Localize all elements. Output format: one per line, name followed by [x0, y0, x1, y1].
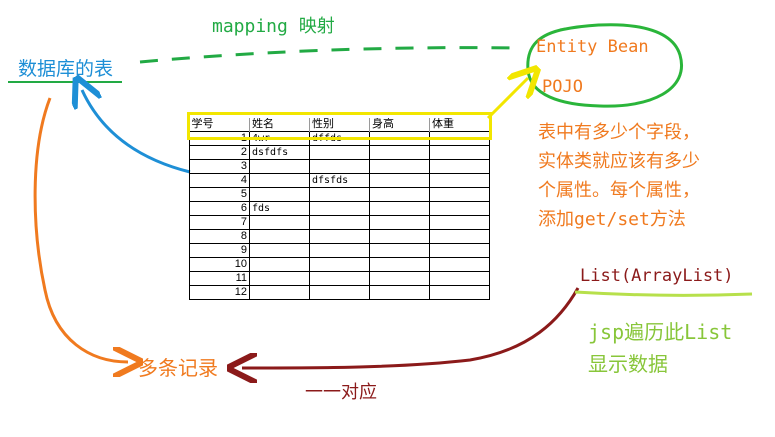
list-label: List(ArrayList) [580, 266, 734, 286]
table-cell [309, 285, 370, 300]
list-underline [574, 290, 753, 297]
fields-note-line: 表中有多少个字段， [538, 122, 700, 143]
table-cell [429, 201, 490, 216]
table-cell [309, 271, 370, 286]
dark-red-arrow [242, 287, 580, 368]
row-number-cell: 11 [189, 271, 250, 286]
table-cell [249, 243, 310, 258]
table-cell [309, 145, 370, 160]
fields-note-line: 实体类就应该有多少 [538, 151, 700, 172]
table-cell [429, 229, 490, 244]
entity-bean-label: Entity Bean [536, 37, 649, 57]
table-cell [249, 257, 310, 272]
table-cell [369, 271, 430, 286]
table-cell [369, 215, 430, 230]
table-cell [429, 173, 490, 188]
row-number-cell: 2 [189, 145, 250, 160]
table-cell [249, 229, 310, 244]
table-row: 5 [189, 187, 490, 202]
table-row: 12 [189, 285, 490, 300]
blue-arrow [82, 90, 191, 174]
row-number-cell: 3 [189, 159, 250, 174]
table-cell [429, 243, 490, 258]
table-cell [309, 201, 370, 216]
fields-note-line: 个属性。每个属性， [538, 180, 700, 201]
header-cell: 身高 [369, 118, 430, 132]
table-cell [249, 285, 310, 300]
table-row: 8 [189, 229, 490, 244]
table-cell [309, 243, 370, 258]
records-label: 多条记录 [138, 356, 218, 380]
one-to-one-label: 一一对应 [305, 382, 377, 403]
table-cell: dsfdfs [249, 145, 310, 160]
row-number-cell: 4 [189, 173, 250, 188]
table-cell [309, 229, 370, 244]
table-cell [429, 159, 490, 174]
table-cell [249, 215, 310, 230]
jsp-note-line: 显示数据 [588, 352, 668, 376]
table-cell [309, 159, 370, 174]
jsp-note-line: jsp遍历此List [588, 320, 733, 344]
table-row: 7 [189, 215, 490, 230]
table-row: 3 [189, 159, 490, 174]
row-number-cell: 10 [189, 257, 250, 272]
table-cell [429, 271, 490, 286]
header-cell: 体重 [429, 118, 490, 132]
pojo-label: POJO [542, 77, 583, 97]
header-highlight-box [187, 112, 492, 140]
table-cell: dfsfds [309, 173, 370, 188]
header-cell: 姓名 [249, 118, 310, 132]
table-cell [369, 257, 430, 272]
table-row: 4 dfsfds [189, 173, 490, 188]
table-cell [249, 159, 310, 174]
table-cell: fds [249, 201, 310, 216]
header-row: 学号 姓名 性别 身高 体重 [190, 118, 490, 132]
table-cell [309, 215, 370, 230]
table-cell [429, 187, 490, 202]
row-number-cell: 9 [189, 243, 250, 258]
row-number-cell: 12 [189, 285, 250, 300]
table-cell [369, 145, 430, 160]
table-cell [249, 173, 310, 188]
table-cell [369, 285, 430, 300]
table-cell [369, 173, 430, 188]
fields-note: 表中有多少个字段， 实体类就应该有多少 个属性。每个属性， 添加get/set方… [538, 118, 700, 234]
row-number-cell: 5 [189, 187, 250, 202]
header-cell: 性别 [309, 118, 370, 132]
jsp-note: jsp遍历此List 显示数据 [588, 316, 732, 380]
entity-bean-ellipse [526, 23, 683, 108]
row-number-cell: 7 [189, 215, 250, 230]
row-number-cell: 8 [189, 229, 250, 244]
table-row: 10 [189, 257, 490, 272]
orange-arrow [33, 97, 128, 362]
table-cell [369, 243, 430, 258]
yellow-arrow [486, 78, 528, 120]
fields-note-line: 添加get/set方法 [538, 209, 686, 230]
table-cell [429, 285, 490, 300]
header-cell: 学号 [191, 118, 214, 130]
table-cell [249, 187, 310, 202]
table-cell [429, 215, 490, 230]
row-number-cell: 6 [189, 201, 250, 216]
table-cell [309, 187, 370, 202]
table-cell [429, 145, 490, 160]
table-cell [369, 187, 430, 202]
table-cell [369, 229, 430, 244]
table-row: 9 [189, 243, 490, 258]
table-cell [369, 159, 430, 174]
table-cell [249, 271, 310, 286]
mapping-dashed-line [139, 46, 521, 64]
table-cell [309, 257, 370, 272]
db-table-label: 数据库的表 [18, 58, 114, 80]
table-cell [429, 257, 490, 272]
mapping-label: mapping 映射 [212, 16, 335, 37]
table-row: 11 [189, 271, 490, 286]
table-cell [369, 201, 430, 216]
